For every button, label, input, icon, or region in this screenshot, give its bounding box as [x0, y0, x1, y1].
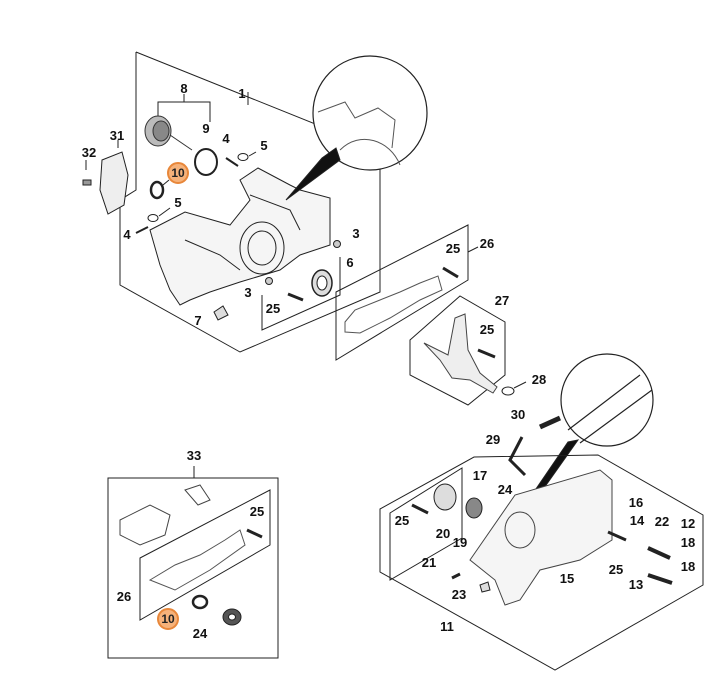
callout-25[interactable]: 25	[445, 241, 461, 256]
callout-18[interactable]: 18	[680, 535, 696, 550]
group-27-frame	[409, 295, 506, 406]
callout-13[interactable]: 13	[628, 577, 644, 592]
part-8-filter	[144, 115, 193, 151]
callout-24[interactable]: 24	[497, 482, 513, 497]
group-11-frame	[379, 454, 704, 671]
callout-8[interactable]: 8	[180, 81, 188, 96]
callout-21[interactable]: 21	[421, 555, 437, 570]
callout-29[interactable]: 29	[485, 432, 501, 447]
callout-10-highlighted[interactable]: 10	[157, 608, 179, 630]
callout-26[interactable]: 26	[116, 589, 132, 604]
callout-25[interactable]: 25	[249, 504, 265, 519]
callout-4[interactable]: 4	[123, 227, 131, 242]
callout-25[interactable]: 25	[479, 322, 495, 337]
callout-31[interactable]: 31	[109, 128, 125, 143]
callout-23[interactable]: 23	[451, 587, 467, 602]
callout-9[interactable]: 9	[202, 121, 210, 136]
callout-20[interactable]: 20	[435, 526, 451, 541]
part-1-crankcase	[149, 167, 331, 306]
group-26-frame	[335, 224, 469, 361]
group-1-frame	[119, 51, 381, 353]
callout-10-highlighted[interactable]: 10	[167, 162, 189, 184]
callout-5[interactable]: 5	[260, 138, 268, 153]
callout-24[interactable]: 24	[192, 626, 208, 641]
callout-1[interactable]: 1	[238, 86, 246, 101]
callout-19[interactable]: 19	[452, 535, 468, 550]
part-10-seal	[149, 180, 165, 200]
part-31-cover	[99, 151, 129, 215]
part-9-oring	[194, 148, 218, 176]
callout-3[interactable]: 3	[352, 226, 360, 241]
callout-26[interactable]: 26	[479, 236, 495, 251]
callout-14[interactable]: 14	[629, 513, 645, 528]
part-26-gasket	[344, 275, 443, 334]
callout-25[interactable]: 25	[265, 301, 281, 316]
group-33-frame	[107, 477, 279, 659]
callout-16[interactable]: 16	[628, 495, 644, 510]
callout-7[interactable]: 7	[194, 313, 202, 328]
callout-22[interactable]: 22	[654, 514, 670, 529]
callout-30[interactable]: 30	[510, 407, 526, 422]
callout-28[interactable]: 28	[531, 372, 547, 387]
callout-33[interactable]: 33	[186, 448, 202, 463]
callout-32[interactable]: 32	[81, 145, 97, 160]
callout-11[interactable]: 11	[440, 619, 454, 634]
callout-15[interactable]: 15	[559, 571, 575, 586]
part-27-crankshaft	[423, 313, 498, 394]
callout-5[interactable]: 5	[174, 195, 182, 210]
callout-18[interactable]: 18	[680, 559, 696, 574]
detail-magnifier-top	[312, 55, 428, 171]
callout-17[interactable]: 17	[472, 468, 488, 483]
callout-25[interactable]: 25	[608, 562, 624, 577]
callout-6[interactable]: 6	[346, 255, 354, 270]
callout-12[interactable]: 12	[680, 516, 696, 531]
callout-27[interactable]: 27	[494, 293, 510, 308]
callout-4[interactable]: 4	[222, 131, 230, 146]
part-11-crankcase	[469, 469, 613, 606]
callout-25[interactable]: 25	[394, 513, 410, 528]
callout-3[interactable]: 3	[244, 285, 252, 300]
